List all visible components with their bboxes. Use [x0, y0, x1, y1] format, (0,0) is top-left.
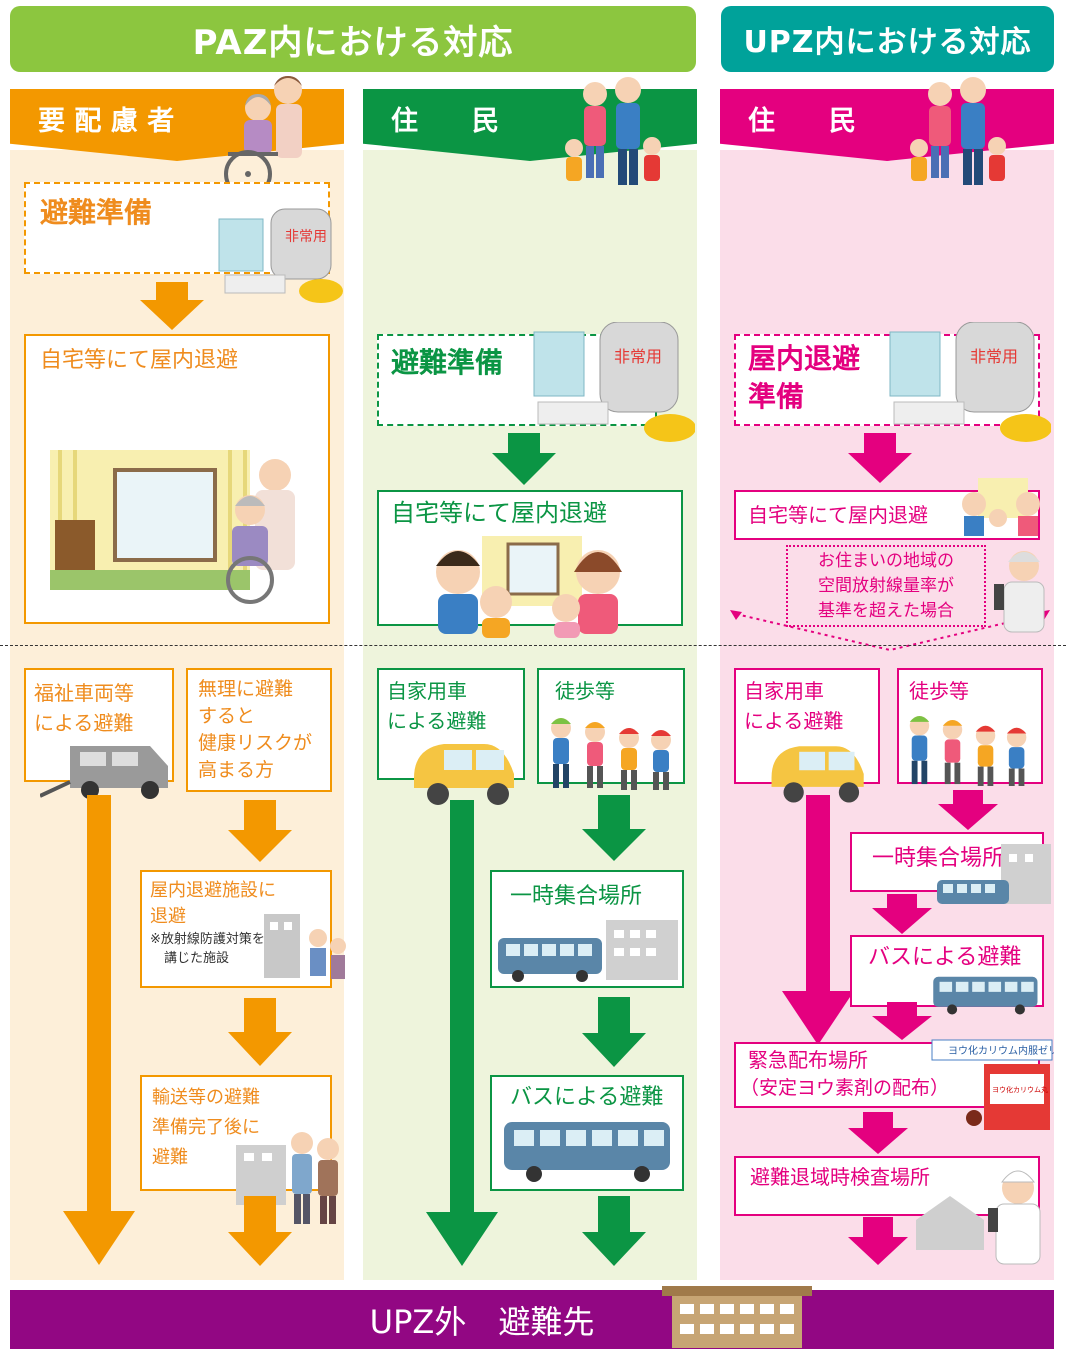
facility-building-icon [264, 914, 346, 979]
arrow-down-icon [228, 800, 292, 862]
svg-text:ヨウ化カリウム内服ゼリー: ヨウ化カリウム内服ゼリー [948, 1044, 1054, 1057]
arrow-down-icon [582, 997, 646, 1067]
transport-line3: 避難 [152, 1147, 188, 1168]
arrow-down-icon [228, 998, 292, 1066]
ribbon-paz-residents: 住 民 [363, 89, 697, 161]
destination-bar: UPZ外 避難先 [10, 1290, 1054, 1349]
emergency-kit-icon: 非常用 [218, 208, 343, 303]
health-risk-line1: 無理に避難 [198, 678, 294, 700]
paz-header: PAZ内における対応 [10, 6, 696, 72]
transport-line1: 輸送等の避難 [152, 1087, 260, 1108]
arrow-down-icon [848, 1217, 908, 1265]
shelter-building-icon [662, 1286, 812, 1348]
upz-inspection-label: 避難退域時検査場所 [750, 1165, 930, 1189]
upz-condition-line2: 空間放射線量率が [818, 576, 954, 596]
upz-distribution-line2: （安定ヨウ素剤の配布） [740, 1077, 950, 1099]
long-arrow-paz-car [426, 800, 498, 1266]
inspector-icon [994, 551, 1045, 633]
long-arrow-welfare [63, 795, 135, 1265]
car-icon [771, 746, 864, 803]
health-risk-line3: 健康リスクが [198, 732, 313, 754]
upz-car-line1: 自家用車 [744, 679, 824, 703]
walking-children-icon [909, 716, 1027, 786]
upz-prep-line2: 準備 [748, 380, 805, 413]
arrow-down-icon [228, 1196, 292, 1266]
upz-bus-label: バスによる避難 [868, 945, 1022, 970]
arrow-down-icon [872, 894, 932, 934]
svg-text:非常用: 非常用 [970, 347, 1018, 366]
health-risk-line2: すると [198, 705, 256, 727]
upz-condition-line3: 基準を超えた場合 [818, 601, 954, 621]
long-arrow-upz-car [782, 795, 854, 1045]
health-risk-box: 無理に避難 すると 健康リスクが 高まる方 [186, 668, 332, 792]
welfare-van-icon [40, 746, 168, 799]
welfare-vehicle-line2: による避難 [34, 711, 134, 735]
upz-prep-line1: 屋内退避 [748, 342, 861, 375]
vulnerable-shelter-label: 自宅等にて屋内退避 [40, 348, 239, 373]
paz-bus-label: バスによる避難 [510, 1085, 664, 1110]
vulnerable-prep-label: 避難準備 [40, 196, 153, 229]
upz-car-line2: による避難 [744, 709, 844, 733]
section-divider [0, 645, 1066, 646]
arrow-down-icon [140, 282, 204, 330]
paz-assembly-label: 一時集合場所 [510, 884, 643, 909]
inspection-facility-icon [916, 1170, 1041, 1265]
facility-line2: 退避 [150, 906, 186, 927]
facility-note1: ※放射線防護対策を [150, 932, 265, 947]
elderly-couple-icon [236, 1132, 339, 1224]
arrow-down-icon [938, 790, 998, 830]
paz-prep-label: 避難準備 [391, 346, 504, 379]
upz-inspection-box: 避難退域時検査場所 [734, 1156, 1040, 1216]
upz-assembly-label: 一時集合場所 [872, 846, 1005, 871]
iodine-tablets-icon: ヨウ化カリウム内服ゼリー ヨウ化カリウム丸 [931, 1039, 1054, 1130]
bus-and-building-icon [937, 844, 1051, 904]
svg-text:非常用: 非常用 [614, 347, 662, 366]
svg-text:ヨウ化カリウム丸: ヨウ化カリウム丸 [992, 1085, 1048, 1094]
paz-shelter-label: 自宅等にて屋内退避 [391, 499, 607, 527]
home-room-scene-icon [50, 450, 295, 604]
arrow-down-icon [848, 1112, 908, 1154]
welfare-vehicle-line1: 福祉車両等 [34, 681, 134, 705]
upz-walk-label: 徒歩等 [909, 679, 969, 703]
paz-walk-label: 徒歩等 [555, 679, 615, 703]
caregiver-wheelchair-icon [224, 76, 302, 198]
facility-line1: 屋内退避施設に [150, 880, 276, 901]
family-icon [565, 77, 661, 185]
arrow-down-icon [492, 433, 556, 485]
arrow-down-icon [848, 433, 912, 483]
health-risk-line4: 高まる方 [198, 759, 275, 781]
family-icon-upz [910, 77, 1006, 185]
paz-car-line1: 自家用車 [387, 679, 467, 703]
destination-label: UPZ外 避難先 [369, 1302, 595, 1341]
arrow-down-icon [872, 1002, 932, 1040]
walking-children-icon [551, 718, 671, 790]
upz-condition-box: お住まいの地域の 空間放射線量率が 基準を超えた場合 [786, 545, 986, 627]
facility-note2: 講じた施設 [164, 951, 230, 966]
upz-distribution-line1: 緊急配布場所 [748, 1048, 868, 1072]
upz-condition-line1: お住まいの地域の [818, 551, 954, 571]
emergency-kit-icon: 非常用 [889, 322, 1051, 442]
family-at-home-icon [962, 478, 1040, 536]
transport-line2: 準備完了後に [152, 1117, 260, 1138]
emergency-kit-icon: 非常用 [533, 322, 695, 442]
bus-icon [933, 976, 1038, 1015]
arrow-down-icon [582, 1196, 646, 1266]
bus-and-building-icon [498, 920, 678, 982]
car-icon [414, 744, 514, 805]
svg-text:非常用: 非常用 [285, 229, 327, 245]
bus-icon [504, 1122, 670, 1182]
upz-header: UPZ内における対応 [721, 6, 1054, 72]
arrow-down-icon [582, 795, 646, 861]
paz-car-line2: による避難 [387, 709, 487, 733]
family-at-home-icon [436, 536, 622, 638]
upz-shelter-label: 自宅等にて屋内退避 [748, 503, 928, 527]
